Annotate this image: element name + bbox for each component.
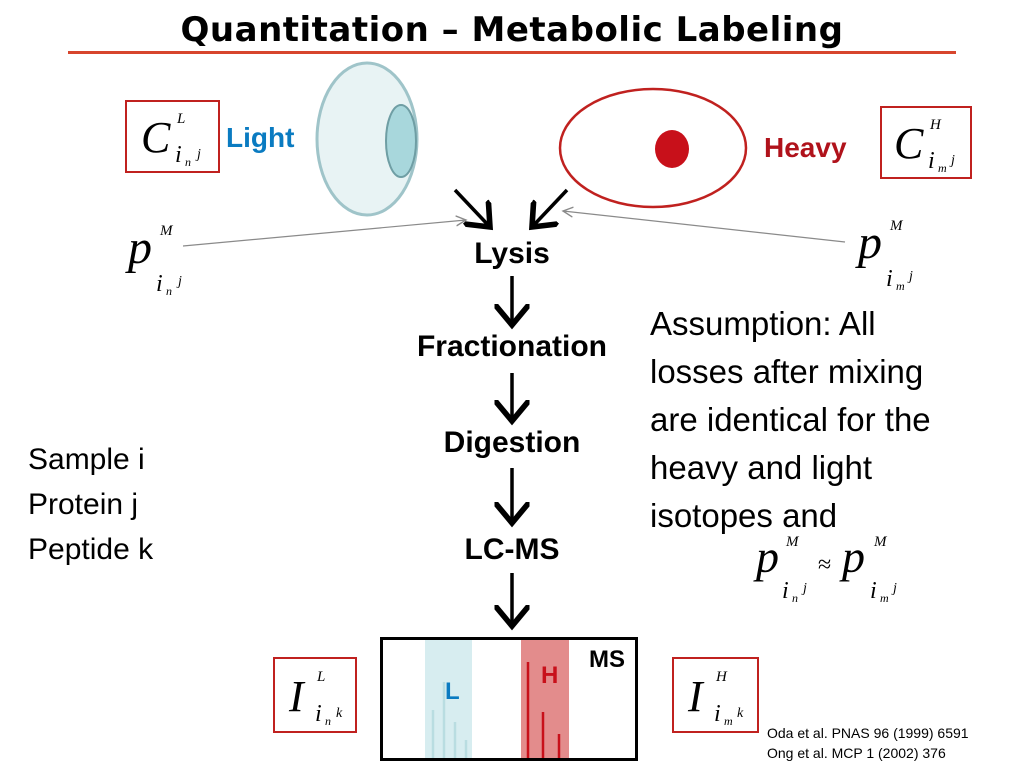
step-lysis: Lysis [474,237,550,270]
arrow-light-to-lysis [453,188,490,227]
heavy-cell-nucleus [655,130,689,168]
svg-text:m: m [880,591,889,605]
reference-line: Oda et al. PNAS 96 (1999) 6591 [767,725,969,741]
ms-light-label: L [445,678,460,705]
svg-text:M: M [159,223,174,239]
svg-text:p: p [753,531,779,582]
svg-text:i: i [886,266,893,292]
legend-line: Sample i [28,443,145,476]
p-light-formula: p M i n j [125,221,182,298]
svg-text:H: H [929,117,942,133]
svg-text:M: M [873,534,888,550]
step-lcms: LC-MS [464,533,560,566]
ms-heavy-label: H [541,662,559,689]
svg-text:j: j [891,581,897,596]
svg-text:C: C [894,119,924,168]
svg-text:j: j [801,581,807,596]
conc-heavy-formula: C H i m j [894,117,955,175]
title-underline [68,51,956,54]
svg-text:k: k [336,706,343,721]
svg-text:I: I [687,672,705,721]
svg-text:I: I [288,672,306,721]
svg-text:j: j [195,147,201,162]
int-heavy-box: I H i m k [672,657,759,733]
svg-text:M: M [889,218,904,234]
svg-text:n: n [185,155,191,169]
svg-text:p: p [839,531,865,582]
svg-text:i: i [156,271,163,297]
light-cell-nucleus [385,104,417,178]
svg-text:i: i [870,578,877,604]
conc-light-box: C L i n j [125,100,220,173]
svg-text:M: M [785,534,800,550]
pointer-p-heavy [563,211,846,243]
svg-text:C: C [141,113,171,162]
svg-text:j: j [907,269,913,284]
assumption-line: heavy and light [650,449,872,486]
step-fractionation: Fractionation [416,330,607,363]
svg-text:L: L [316,669,325,685]
arrow-heavy-to-lysis [532,188,569,227]
assumption-text: Assumption: All losses after mixing are … [650,300,1020,540]
svg-text:i: i [928,148,935,174]
ms-spectrum [425,640,569,758]
svg-text:m: m [724,714,733,728]
svg-text:k: k [737,706,744,721]
int-light-formula: I L i n k [288,669,343,728]
p-heavy-formula: p M i m j [855,216,913,293]
svg-text:L: L [176,111,185,127]
svg-text:i: i [714,701,721,727]
pointer-p-light [182,220,466,247]
p-equality-formula: p M i n j ≈ p M i m j [753,531,897,605]
references: Oda et al. PNAS 96 (1999) 6591 Ong et al… [767,723,969,763]
reference-line: Ong et al. MCP 1 (2002) 376 [767,745,946,761]
light-cell [315,61,419,217]
svg-text:p: p [125,221,152,274]
heavy-cell [558,87,748,209]
svg-text:m: m [938,161,947,175]
legend-line: Protein j [28,488,139,521]
light-label: Light [226,122,295,153]
svg-text:p: p [855,216,882,269]
conc-heavy-box: C H i m j [880,106,972,179]
svg-text:n: n [792,591,798,605]
svg-text:≈: ≈ [818,552,831,578]
svg-text:n: n [325,714,331,728]
svg-text:i: i [315,701,322,727]
svg-text:i: i [175,142,182,168]
assumption-line: are identical for the [650,401,931,438]
int-heavy-formula: I H i m k [687,669,744,728]
svg-text:m: m [896,279,905,293]
ms-title: MS [589,646,625,673]
conc-light-formula: C L i n j [141,111,201,169]
svg-text:j: j [949,153,955,168]
index-legend: Sample i Protein j Peptide k [28,437,153,572]
ms-panel: MS L H [380,637,638,761]
heavy-label: Heavy [764,132,847,163]
svg-text:i: i [782,578,789,604]
assumption-line: Assumption: All [650,305,876,342]
page-title: Quantitation – Metabolic Labeling [180,10,844,50]
assumption-line: isotopes and [650,497,838,534]
step-digestion: Digestion [443,426,581,459]
svg-text:j: j [176,274,182,289]
legend-line: Peptide k [28,533,154,566]
assumption-line: losses after mixing [650,353,924,390]
svg-text:n: n [166,284,172,298]
svg-text:H: H [715,669,728,685]
int-light-box: I L i n k [273,657,357,733]
